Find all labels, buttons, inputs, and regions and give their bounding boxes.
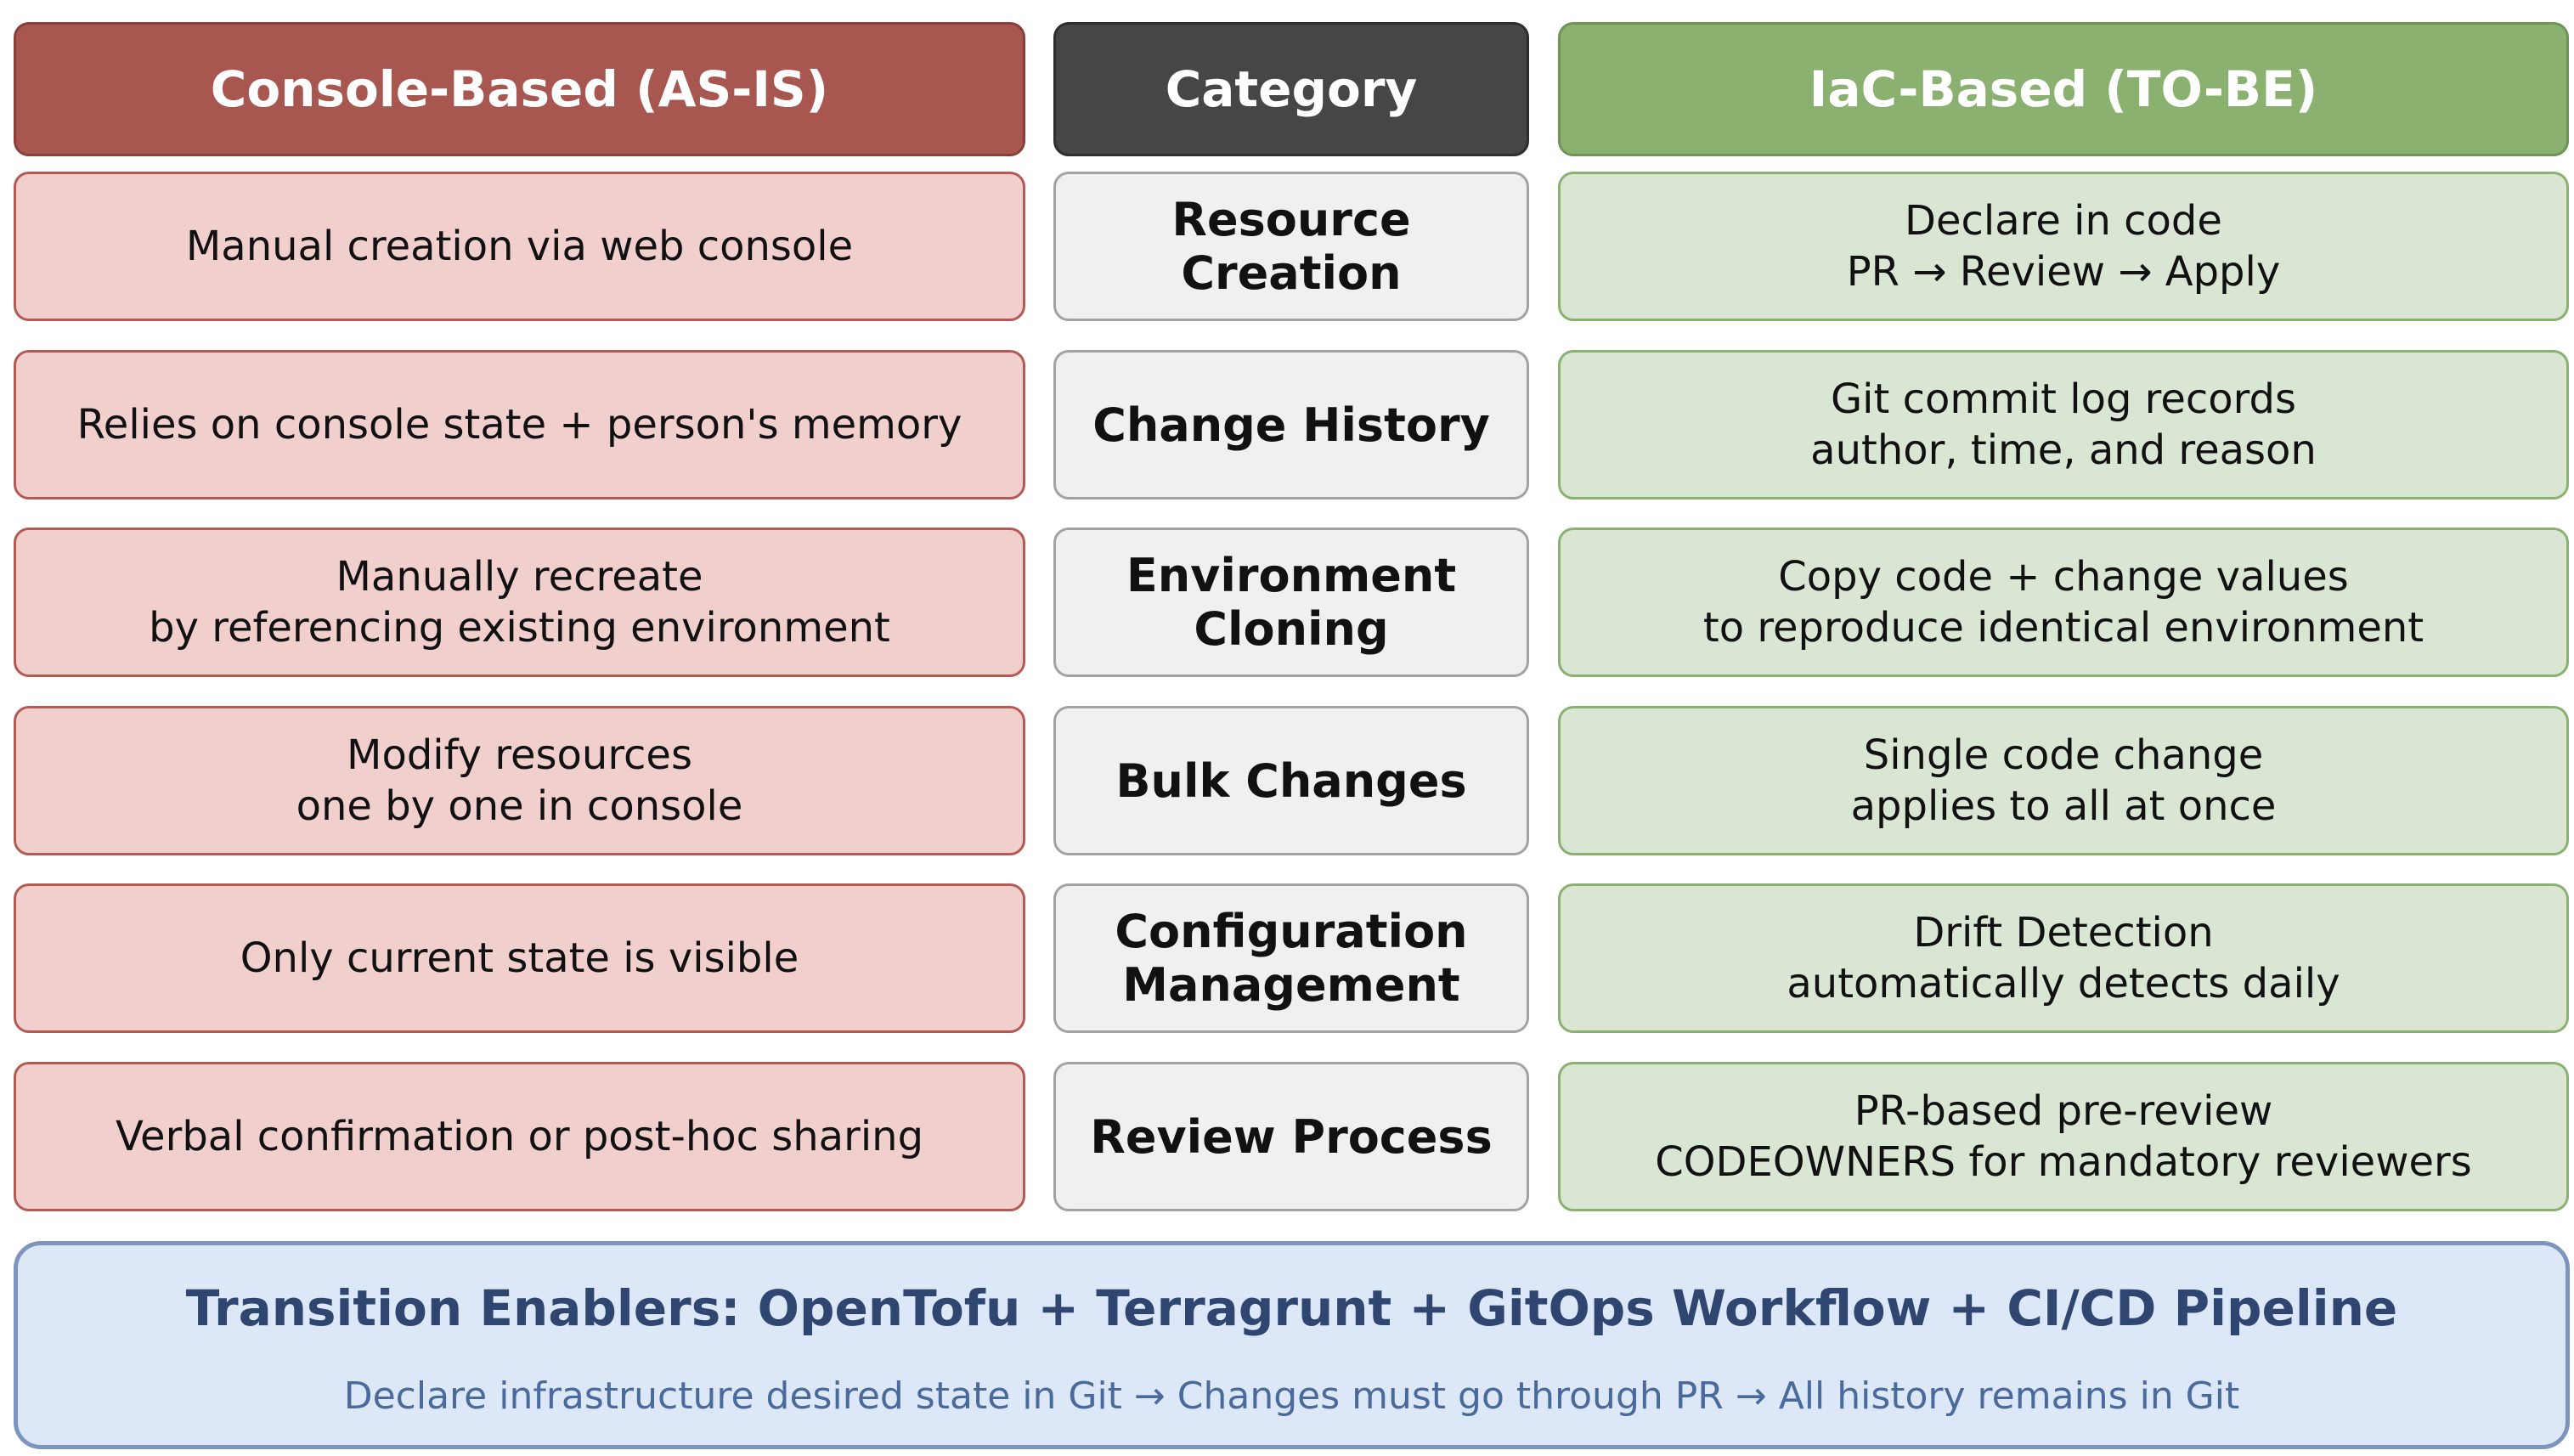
as-is-column-header: Console-Based (AS-IS)	[14, 22, 1025, 156]
to-be-column-header: IaC-Based (TO-BE)	[1558, 22, 2569, 156]
to-be-cell-review-process: PR-based pre-review CODEOWNERS for manda…	[1558, 1062, 2569, 1211]
transition-enablers-title: Transition Enablers: OpenTofu + Terragru…	[185, 1279, 2398, 1337]
to-be-cell-change-history: Git commit log records author, time, and…	[1558, 350, 2569, 499]
as-is-cell-configuration-management: Only current state is visible	[14, 883, 1025, 1033]
as-is-cell-environment-cloning: Manually recreate by referencing existin…	[14, 528, 1025, 677]
to-be-cell-environment-cloning: Copy code + change values to reproduce i…	[1558, 528, 2569, 677]
as-is-cell-change-history: Relies on console state + person's memor…	[14, 350, 1025, 499]
as-is-cell-review-process: Verbal confirmation or post-hoc sharing	[14, 1062, 1025, 1211]
category-cell-review-process: Review Process	[1053, 1062, 1529, 1211]
category-column-header: Category	[1053, 22, 1529, 156]
category-cell-environment-cloning: Environment Cloning	[1053, 528, 1529, 677]
category-cell-change-history: Change History	[1053, 350, 1529, 499]
category-cell-resource-creation: Resource Creation	[1053, 172, 1529, 321]
transition-enablers-subtitle: Declare infrastructure desired state in …	[343, 1374, 2240, 1418]
as-is-cell-resource-creation: Manual creation via web console	[14, 172, 1025, 321]
category-cell-configuration-management: Configuration Management	[1053, 883, 1529, 1033]
as-is-cell-bulk-changes: Modify resources one by one in console	[14, 706, 1025, 855]
transition-enablers-panel: Transition Enablers: OpenTofu + Terragru…	[14, 1241, 2570, 1449]
to-be-cell-configuration-management: Drift Detection automatically detects da…	[1558, 883, 2569, 1033]
to-be-cell-bulk-changes: Single code change applies to all at onc…	[1558, 706, 2569, 855]
category-cell-bulk-changes: Bulk Changes	[1053, 706, 1529, 855]
to-be-cell-resource-creation: Declare in code PR → Review → Apply	[1558, 172, 2569, 321]
